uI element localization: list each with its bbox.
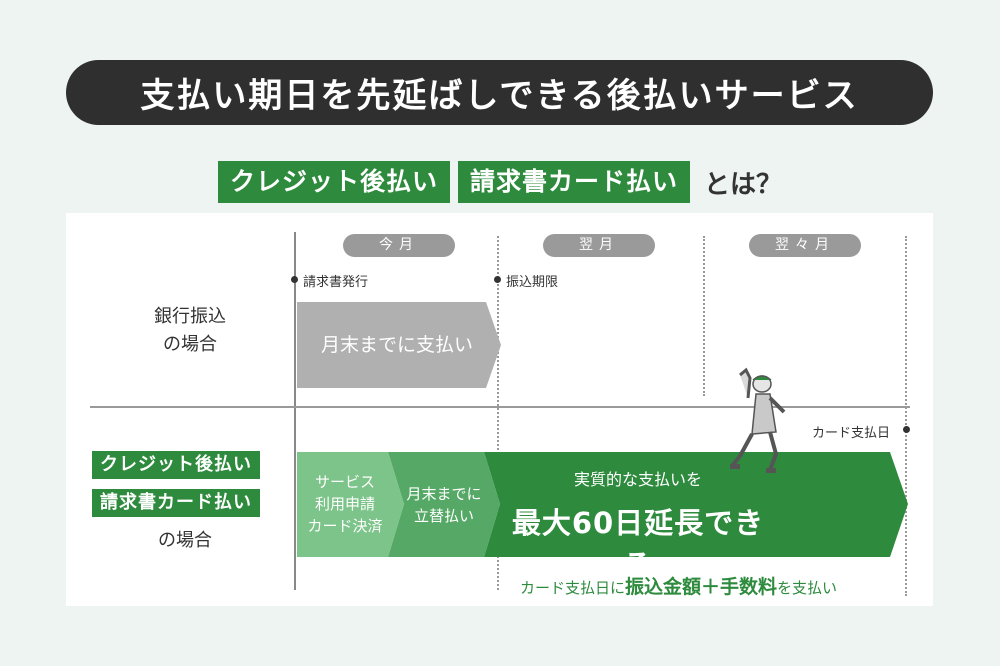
bank-row-label-line1: 銀行振込 bbox=[154, 306, 226, 327]
month-divider-2 bbox=[703, 236, 705, 396]
marker-dot-deadline bbox=[494, 276, 501, 283]
credit-seg2-arrow bbox=[388, 452, 500, 557]
credit-main-arrow bbox=[484, 452, 908, 557]
credit-seg1-line1: サービス bbox=[314, 473, 375, 491]
marker-label-card-day: カード支払日 bbox=[812, 426, 891, 441]
credit-seg1-arrow bbox=[297, 452, 404, 557]
bank-row-label: 銀行振込 の場合 bbox=[130, 303, 250, 359]
bank-arrow-text: 月末までに支払い bbox=[320, 334, 473, 356]
credit-seg2-line2: 立替払い bbox=[413, 507, 474, 525]
marker-dot-invoice bbox=[291, 276, 298, 283]
month-after-next: 翌々月 bbox=[749, 234, 861, 257]
subtitle-tag-invoice: 請求書カード払い bbox=[457, 161, 690, 203]
credit-main-text-line2: 最大60日延長できる bbox=[511, 506, 765, 582]
credit-seg1-text: サービス 利用申請 カード決済 bbox=[297, 471, 393, 537]
credit-row-tag-invoice: 請求書カード払い bbox=[92, 489, 260, 517]
marker-label-deadline: 振込期限 bbox=[506, 275, 559, 290]
credit-main-text-line1: 実質的な支払いを bbox=[573, 470, 702, 489]
bank-row-label-line2: の場合 bbox=[163, 334, 217, 355]
subtitle-tag-credit: クレジット後払い bbox=[217, 161, 450, 203]
subtitle-suffix: とは？ bbox=[704, 169, 783, 200]
subtitle: クレジット後払い 請求書カード払い とは？ bbox=[0, 156, 1000, 208]
credit-seg2-line1: 月末までに bbox=[406, 485, 482, 503]
month-divider-3 bbox=[905, 236, 907, 596]
bank-arrow bbox=[297, 302, 501, 388]
credit-seg1-line2: 利用申請 bbox=[314, 495, 375, 513]
cheering-man-illustration bbox=[730, 367, 786, 473]
timeline-start-line bbox=[294, 232, 296, 590]
footer-part1: カード支払日に bbox=[520, 579, 626, 597]
credit-seg1-line3: カード決済 bbox=[307, 517, 383, 535]
credit-row-tag-credit: クレジット後払い bbox=[92, 451, 260, 479]
footer-note: カード支払日に振込金額＋手数料を支払い bbox=[520, 572, 837, 599]
row-divider bbox=[90, 406, 910, 408]
credit-row-label-suffix: の場合 bbox=[158, 530, 212, 551]
marker-label-invoice: 請求書発行 bbox=[303, 275, 369, 290]
credit-seg2-text: 月末までに 立替払い bbox=[396, 483, 492, 527]
marker-dot-card-day bbox=[903, 426, 910, 433]
month-divider-1 bbox=[497, 236, 499, 590]
page-title: 支払い期日を先延ばしできる後払いサービス bbox=[66, 60, 933, 125]
month-next: 翌月 bbox=[543, 234, 655, 257]
footer-part2: 振込金額＋手数料 bbox=[625, 576, 778, 598]
month-current: 今月 bbox=[343, 234, 455, 257]
footer-part3: を支払い bbox=[777, 579, 838, 597]
